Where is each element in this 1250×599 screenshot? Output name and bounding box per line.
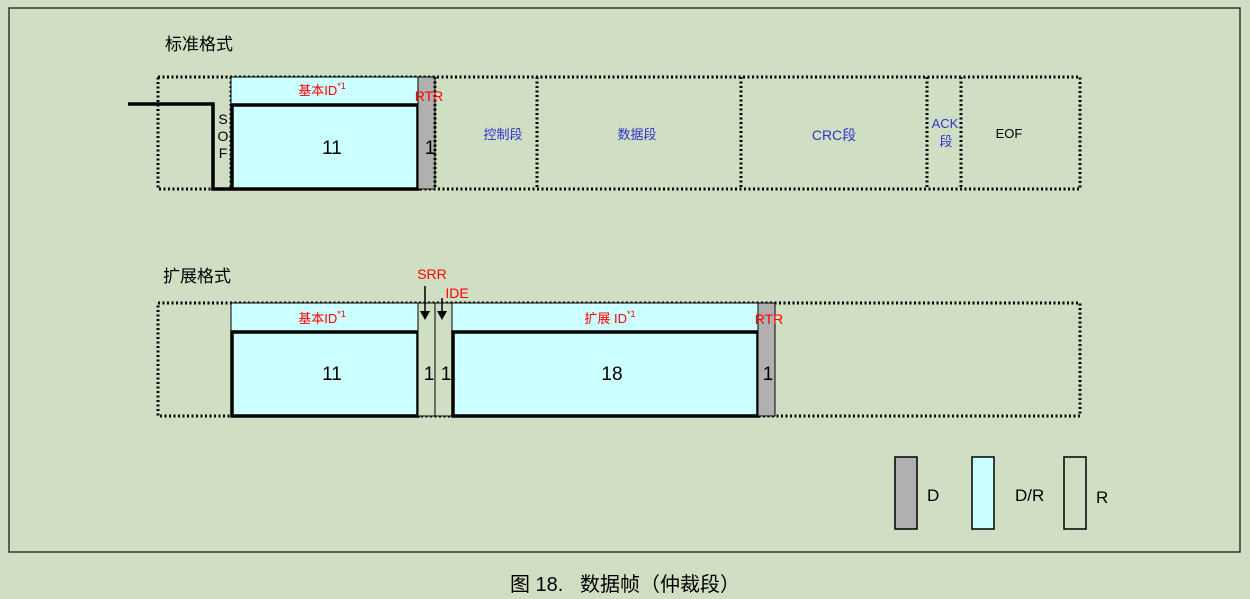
crc-field-label: CRC段 xyxy=(812,127,856,143)
srr-field xyxy=(417,302,436,417)
ext-base-id-label: 基本ID*1 xyxy=(298,309,346,326)
ext-id-label: 扩展 ID*1 xyxy=(584,309,635,326)
ack-field-label: 段 xyxy=(939,134,952,149)
sof-label: F xyxy=(219,145,228,161)
standard-title: 标准格式 xyxy=(165,35,233,54)
data-field-label: 数据段 xyxy=(617,127,656,142)
srr-label: SRR xyxy=(417,266,447,282)
base-id-bits: 11 xyxy=(322,138,342,159)
sof-label: S xyxy=(218,111,227,127)
ext-id-field xyxy=(451,330,760,418)
rtr-label: RTR xyxy=(415,88,444,104)
ext-rtr-field xyxy=(757,302,776,417)
ext-id-bits: 18 xyxy=(601,364,622,385)
standard-format: 标准格式 S O F 基本ID*1 11 RTR 1 控制段 数据段 CRC段 … xyxy=(128,35,1082,191)
rtr-bits: 1 xyxy=(425,138,436,159)
ide-field xyxy=(434,302,453,417)
standard-frame-outline xyxy=(156,75,1082,191)
legend-swatch-dr xyxy=(971,456,995,530)
ide-bits: 1 xyxy=(441,364,452,385)
legend: D D/R R xyxy=(894,456,1108,530)
ext-rtr-bits: 1 xyxy=(763,364,774,385)
ext-base-id-bits: 11 xyxy=(322,364,342,385)
legend-swatch-r xyxy=(1063,456,1087,530)
ext-base-id-field xyxy=(230,330,420,418)
ide-arrow-icon xyxy=(437,311,447,320)
sof-label: O xyxy=(218,128,229,144)
extended-format: 扩展格式 基本ID*1 11 SRR IDE 1 1 扩展 ID*1 18 RT… xyxy=(156,266,1082,418)
ext-base-id-header xyxy=(230,302,419,332)
ext-rtr-label: RTR xyxy=(755,311,784,327)
base-id-label: 基本ID*1 xyxy=(298,81,346,98)
bus-line xyxy=(128,102,231,191)
extended-title: 扩展格式 xyxy=(163,267,231,286)
ext-id-header xyxy=(451,302,759,332)
eof-label: EOF xyxy=(996,126,1023,141)
control-field-label: 控制段 xyxy=(483,127,522,142)
srr-bits: 1 xyxy=(424,364,435,385)
legend-label-r: R xyxy=(1096,488,1108,507)
ack-field-label: ACK xyxy=(932,116,959,131)
legend-label-dr: D/R xyxy=(1015,486,1044,505)
legend-swatch-d xyxy=(894,456,918,530)
ide-label: IDE xyxy=(445,285,468,301)
base-id-header xyxy=(230,76,419,105)
srr-arrow-icon xyxy=(420,311,430,320)
figure-caption: 图 18. 数据帧（仲裁段） xyxy=(510,573,740,596)
legend-label-d: D xyxy=(927,486,939,505)
figure-frame xyxy=(8,7,1241,553)
